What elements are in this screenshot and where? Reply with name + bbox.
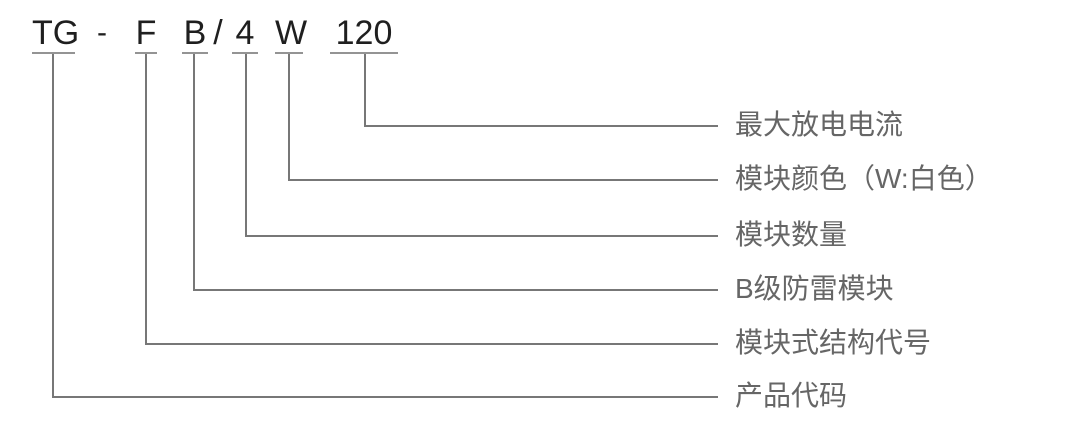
connector-hline-120 (364, 125, 718, 127)
code-segment-tg: TG (32, 14, 80, 52)
label-module-quantity: 模块数量 (735, 219, 848, 250)
connector-hline-b (193, 289, 718, 291)
underline-b (182, 52, 208, 54)
code-separator-slash: / (213, 14, 223, 52)
code-segment-120: 120 (335, 14, 393, 52)
code-segment-4: 4 (235, 14, 255, 52)
connector-vline-w (288, 54, 290, 181)
label-class-b-module: B级防雷模块 (735, 273, 894, 304)
label-max-discharge-current: 最大放电电流 (735, 109, 904, 140)
connector-vline-tg (52, 54, 54, 398)
connector-vline-120 (364, 54, 366, 127)
label-modular-structure-code: 模块式结构代号 (735, 327, 932, 358)
connector-vline-4 (245, 54, 247, 237)
code-segment-b: B (183, 14, 207, 52)
connector-vline-f (145, 54, 147, 345)
connector-hline-tg (52, 396, 718, 398)
underline-4 (232, 52, 258, 54)
connector-hline-f (145, 343, 718, 345)
label-product-code: 产品代码 (735, 380, 848, 411)
code-separator-hyphen: - (97, 16, 107, 49)
code-segment-w: W (275, 14, 308, 52)
code-segment-f: F (135, 14, 157, 52)
connector-hline-4 (245, 235, 718, 237)
connector-vline-b (193, 54, 195, 291)
label-module-color: 模块颜色（W:白色） (735, 163, 993, 194)
underline-tg (32, 52, 75, 54)
underline-w (275, 52, 303, 54)
connector-hline-w (288, 179, 718, 181)
underline-120 (330, 52, 398, 54)
underline-f (135, 52, 157, 54)
